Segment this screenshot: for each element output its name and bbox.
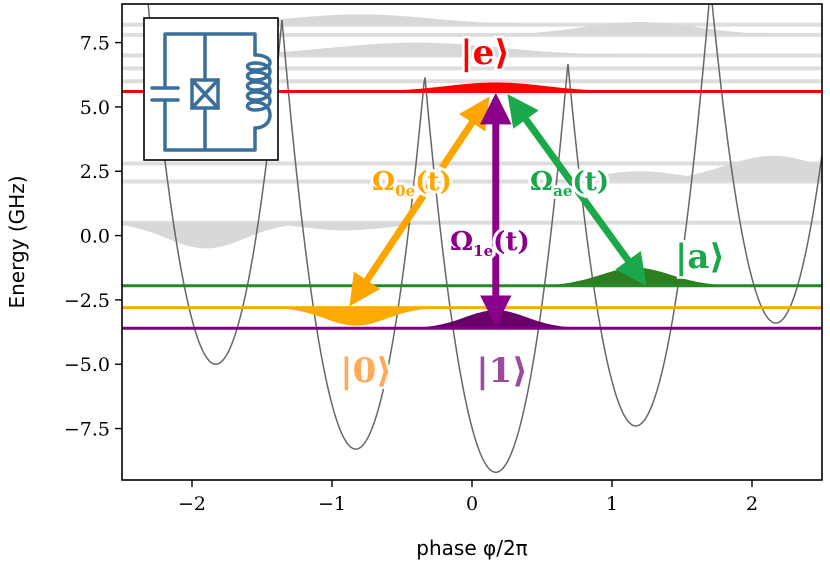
omega-suffix: (t) bbox=[493, 227, 530, 257]
state-label-1: |1⟩ bbox=[476, 351, 528, 391]
omega-symbol: Ω bbox=[530, 167, 553, 197]
y-axis-title: Energy (GHz) bbox=[5, 175, 29, 308]
background-wavefunction bbox=[122, 155, 822, 182]
y-tick-label: 5.0 bbox=[80, 97, 110, 119]
background-wavefunction bbox=[122, 42, 822, 56]
circuit-inset bbox=[143, 17, 279, 161]
y-tick-label: −7.5 bbox=[64, 419, 110, 441]
level-wavefunction-1 bbox=[122, 310, 822, 329]
omega-suffix: (t) bbox=[572, 167, 609, 197]
background-wavefunction bbox=[122, 222, 822, 231]
omega-symbol: Ω bbox=[372, 167, 395, 197]
capacitor-icon bbox=[150, 86, 180, 102]
x-tick-label: 2 bbox=[746, 493, 758, 515]
josephson-junction-icon bbox=[190, 78, 220, 110]
omega-suffix: (t) bbox=[415, 167, 452, 197]
x-tick-label: 1 bbox=[606, 493, 618, 515]
x-axis: −2 −1 0 1 2 bbox=[178, 480, 758, 515]
x-tick-label: −1 bbox=[318, 493, 346, 515]
y-tick-label: −5.0 bbox=[64, 354, 110, 376]
x-tick-label: 0 bbox=[466, 493, 478, 515]
y-tick-label: −2.5 bbox=[64, 290, 110, 312]
x-axis-title: phase φ/2π bbox=[416, 536, 527, 560]
y-tick-label: 0.0 bbox=[80, 226, 110, 248]
background-wavefunctions bbox=[122, 14, 822, 249]
omega-subscript: 1e bbox=[473, 242, 493, 260]
y-tick-label: 2.5 bbox=[80, 161, 110, 183]
omega-subscript: 0e bbox=[395, 182, 415, 200]
transition-label-ae: Ωae(t) bbox=[530, 167, 609, 200]
background-wavefunction bbox=[122, 171, 822, 182]
level-wavefunction-e bbox=[122, 82, 822, 92]
potential-line bbox=[147, 4, 822, 474]
y-tick-label: 7.5 bbox=[80, 33, 110, 55]
arrow-ae bbox=[507, 94, 647, 286]
background-wavefunction bbox=[122, 22, 822, 35]
omega-subscript: ae bbox=[553, 182, 572, 200]
state-label-e: |e⟩ bbox=[460, 33, 510, 73]
potential-curve bbox=[147, 4, 822, 474]
level-wavefunctions bbox=[122, 82, 822, 329]
level-wavefunction-a bbox=[122, 267, 822, 286]
arrow-0e bbox=[349, 96, 490, 307]
inductor-icon bbox=[245, 53, 272, 130]
transition-label-1e: Ω1e(t) bbox=[450, 227, 530, 260]
background-wavefunction bbox=[122, 14, 822, 25]
x-tick-label: −2 bbox=[178, 493, 206, 515]
omega-symbol: Ω bbox=[450, 227, 473, 257]
y-axis: −7.5 −5.0 −2.5 0.0 2.5 5.0 7.5 bbox=[64, 33, 122, 441]
circuit-schematic bbox=[150, 32, 272, 152]
transition-label-0e: Ω0e(t) bbox=[372, 167, 452, 200]
background-wavefunction bbox=[122, 222, 822, 249]
state-label-a: |a⟩ bbox=[675, 237, 725, 277]
transition-arrows bbox=[349, 92, 647, 327]
state-label-0: |0⟩ bbox=[340, 351, 392, 391]
